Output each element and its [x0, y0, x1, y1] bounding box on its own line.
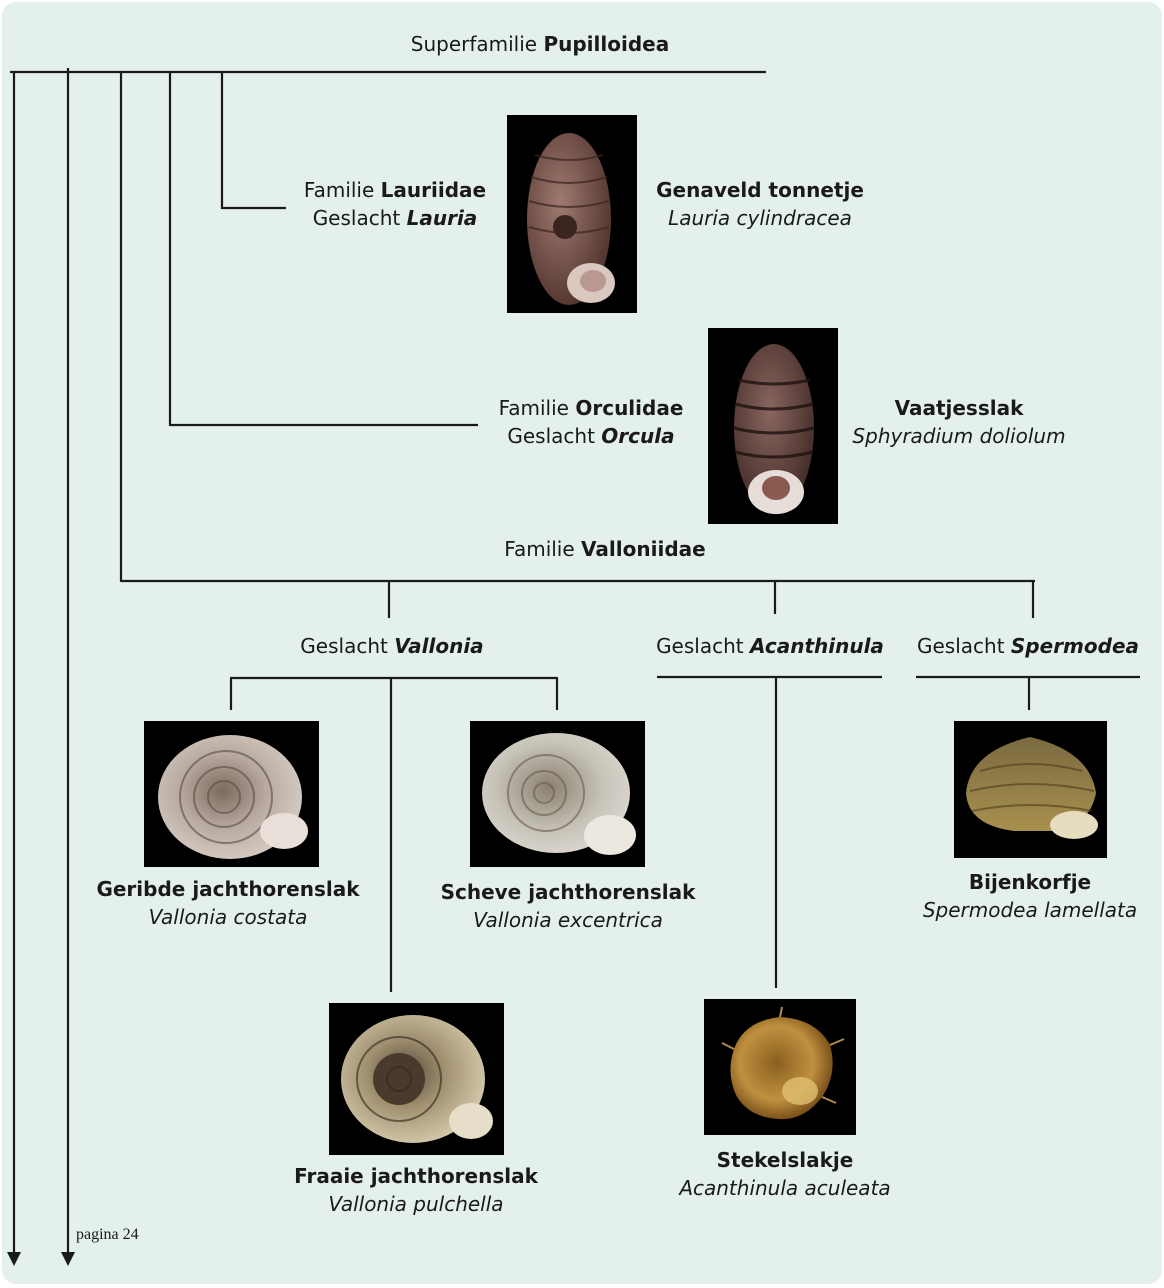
genus-name: Vallonia [394, 634, 483, 658]
valloniidae-label: Familie Valloniidae [480, 535, 730, 563]
lauria-cylindracea-species: Genaveld tonnetje Lauria cylindracea [650, 176, 870, 232]
family-prefix: Familie [304, 178, 374, 202]
common-name: Stekelslakje [660, 1146, 910, 1174]
genus-name: Acanthinula [750, 634, 884, 658]
arrow-head-1 [7, 1252, 21, 1266]
spermodea-lamellata-photo [954, 721, 1107, 858]
genus-spermodea-label: Geslacht Spermodea [910, 632, 1146, 660]
superfamily-prefix: Superfamilie [411, 32, 537, 56]
genus-prefix: Geslacht [300, 634, 388, 658]
superfamily-name: Pupilloidea [543, 32, 669, 56]
scientific-name: Lauria cylindracea [650, 204, 870, 232]
common-name: Genaveld tonnetje [650, 176, 870, 204]
vallonia-pulchella-photo [329, 1003, 504, 1155]
sphyradium-doliolum-species: Vaatjesslak Sphyradium doliolum [844, 394, 1074, 450]
arrow-head-2 [61, 1252, 75, 1266]
vallonia-pulchella-species: Fraaie jachthorenslak Vallonia pulchella [278, 1162, 554, 1218]
family-name: Valloniidae [581, 537, 706, 561]
family-prefix: Familie [504, 537, 574, 561]
superfamily-title: Superfamilie Pupilloidea [340, 30, 740, 58]
lauriidae-label: Familie Lauriidae Geslacht Lauria [290, 176, 500, 232]
common-name: Scheve jachthorenslak [420, 878, 716, 906]
scientific-name: Vallonia pulchella [278, 1190, 554, 1218]
genus-prefix: Geslacht [313, 206, 401, 230]
scientific-name: Vallonia excentrica [420, 906, 716, 934]
genus-vallonia-label: Geslacht Vallonia [282, 632, 502, 660]
genus-prefix: Geslacht [507, 424, 595, 448]
genus-name: Lauria [407, 206, 478, 230]
genus-prefix: Geslacht [656, 634, 744, 658]
common-name: Bijenkorfje [910, 868, 1150, 896]
lauria-cylindracea-photo [507, 115, 637, 313]
scientific-name: Spermodea lamellata [910, 896, 1150, 924]
genus-prefix: Geslacht [917, 634, 1005, 658]
common-name: Fraaie jachthorenslak [278, 1162, 554, 1190]
scientific-name: Vallonia costata [92, 903, 364, 931]
scientific-name: Acanthinula aculeata [660, 1174, 910, 1202]
orculidae-label: Familie Orculidae Geslacht Orcula [486, 394, 696, 450]
vallonia-costata-species: Geribde jachthorenslak Vallonia costata [92, 875, 364, 931]
family-name: Lauriidae [381, 178, 486, 202]
common-name: Vaatjesslak [844, 394, 1074, 422]
genus-name: Spermodea [1011, 634, 1139, 658]
vallonia-excentrica-photo [470, 721, 645, 867]
spermodea-lamellata-species: Bijenkorfje Spermodea lamellata [910, 868, 1150, 924]
vallonia-excentrica-species: Scheve jachthorenslak Vallonia excentric… [420, 878, 716, 934]
scientific-name: Sphyradium doliolum [844, 422, 1074, 450]
family-name: Orculidae [575, 396, 683, 420]
sphyradium-doliolum-photo [708, 328, 838, 524]
genus-name: Orcula [601, 424, 674, 448]
page-reference: pagina 24 [76, 1226, 139, 1244]
family-prefix: Familie [499, 396, 569, 420]
vallonia-costata-photo [144, 721, 319, 867]
common-name: Geribde jachthorenslak [92, 875, 364, 903]
acanthinula-aculeata-photo [704, 999, 856, 1135]
genus-acanthinula-label: Geslacht Acanthinula [650, 632, 890, 660]
acanthinula-aculeata-species: Stekelslakje Acanthinula aculeata [660, 1146, 910, 1202]
